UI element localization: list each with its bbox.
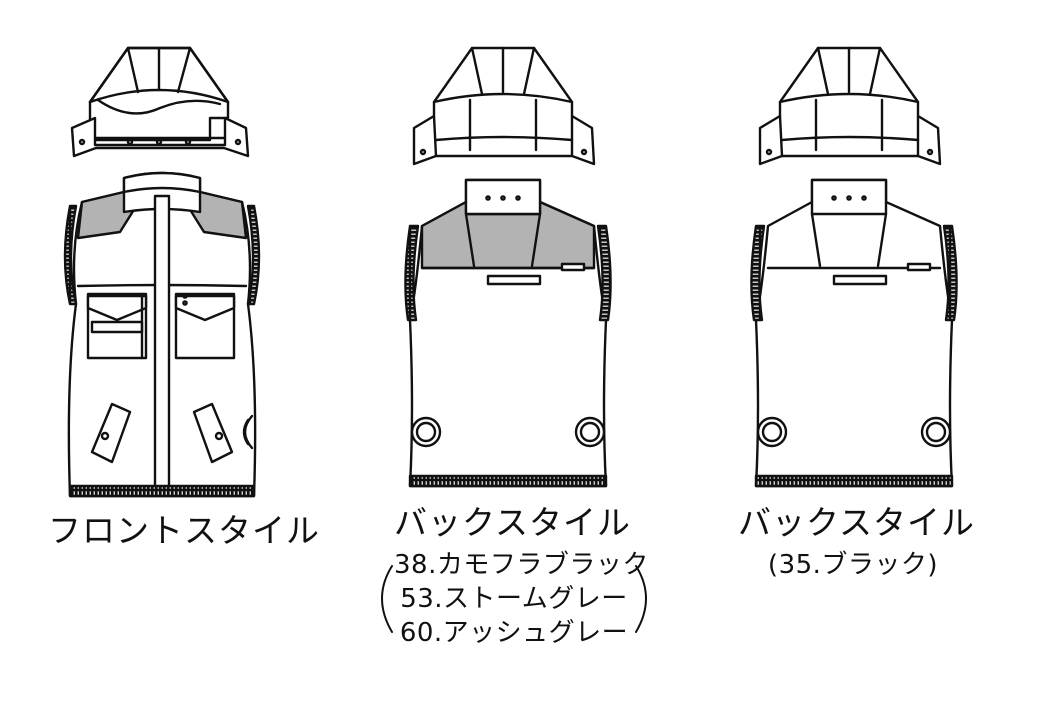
color-list-left-paren (381, 565, 393, 633)
front-zipper (153, 194, 171, 496)
front-hood (70, 46, 250, 158)
color-list-right-paren (635, 565, 647, 633)
back-view-shaded (404, 46, 612, 488)
front-view (63, 46, 261, 498)
front-caption: フロントスタイル (48, 511, 320, 550)
color-option: 38.カモフラブラック (394, 550, 649, 580)
back-hood-2 (758, 46, 942, 166)
back-caption-plain: バックスタイル (738, 503, 976, 542)
back-caption-shaded: バックスタイル (394, 503, 632, 542)
color-option: 53.ストームグレー (400, 584, 628, 614)
color-option: 60.アッシュグレー (399, 618, 629, 648)
color-option: (35.ブラック) (767, 550, 939, 580)
back-view-plain (750, 46, 958, 488)
front-chest-pockets (86, 292, 236, 360)
back-hood-1 (412, 46, 596, 166)
